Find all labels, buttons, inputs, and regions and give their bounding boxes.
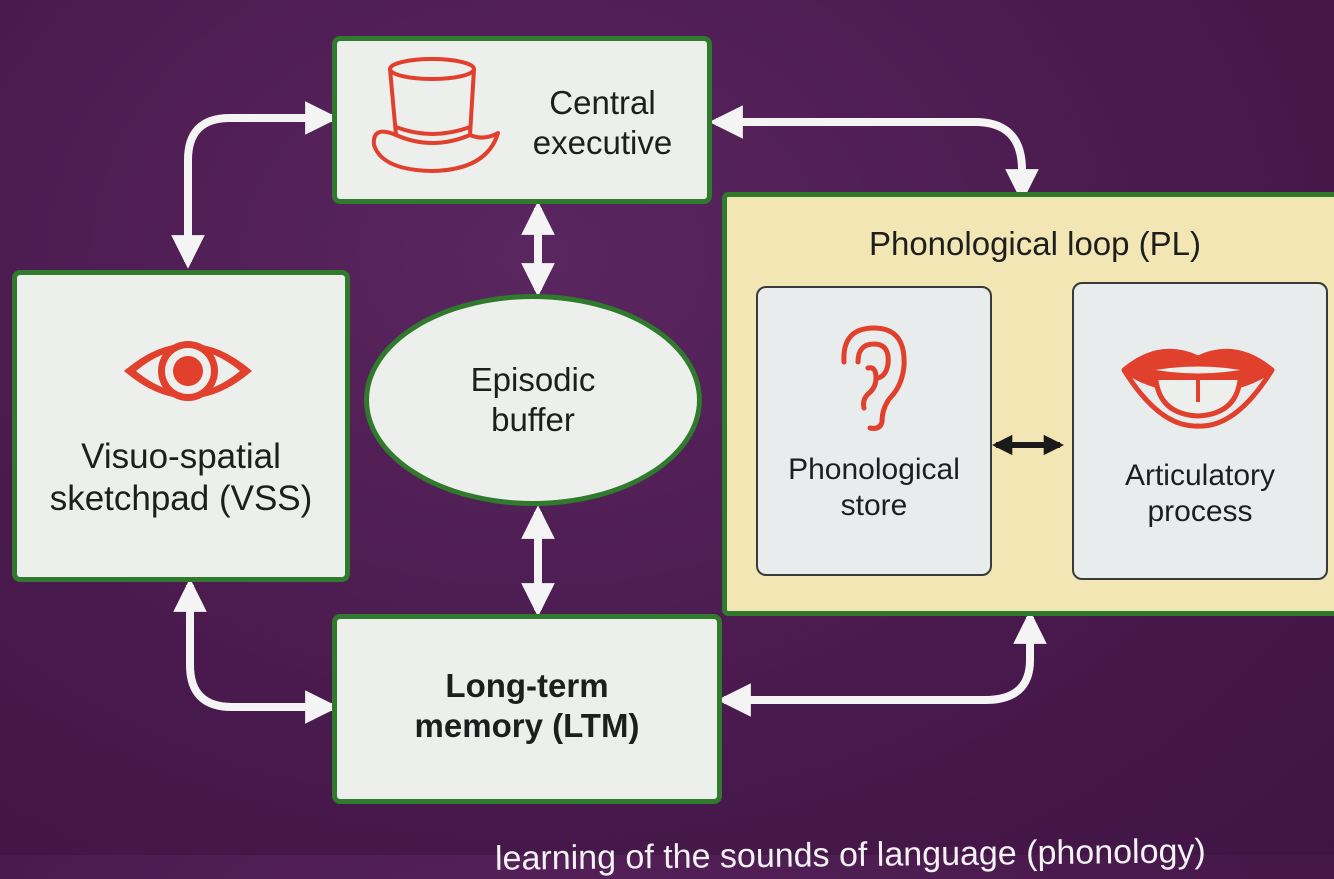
ltm-label: Long-term memory (LTM) [414, 667, 640, 744]
episodic-buffer-label: Episodic buffer [470, 361, 596, 438]
articulatory-process-box [1072, 282, 1328, 580]
arrow-central-pl [709, 105, 1039, 203]
ear-icon [841, 325, 907, 431]
phonological-store-label: Phonological store [788, 453, 960, 522]
vss-label: Visuo-spatial sketchpad (VSS) [49, 437, 313, 518]
episodic-buffer-ellipse [364, 294, 702, 506]
top-hat-icon [371, 57, 500, 173]
phonological-store-box [756, 286, 992, 576]
tongue-mouth-icon [1121, 348, 1275, 429]
articulatory-process-label: Articulatory process [1124, 459, 1276, 528]
phonological-loop-title: Phonological loop (PL) [868, 225, 1202, 262]
vss-box [12, 270, 350, 582]
footer-caption: learning of the sounds of language (phon… [494, 832, 1206, 878]
bidirectional-black-arrow [991, 434, 1065, 456]
arrow-ltm-pl [717, 610, 1047, 717]
connector-arrows [171, 101, 1047, 724]
eye-icon [124, 341, 252, 401]
central-executive-label: Central executive [532, 84, 673, 161]
ltm-box [332, 614, 722, 804]
arrow-vss-central [171, 101, 339, 269]
arrow-vss-ltm [173, 578, 339, 724]
